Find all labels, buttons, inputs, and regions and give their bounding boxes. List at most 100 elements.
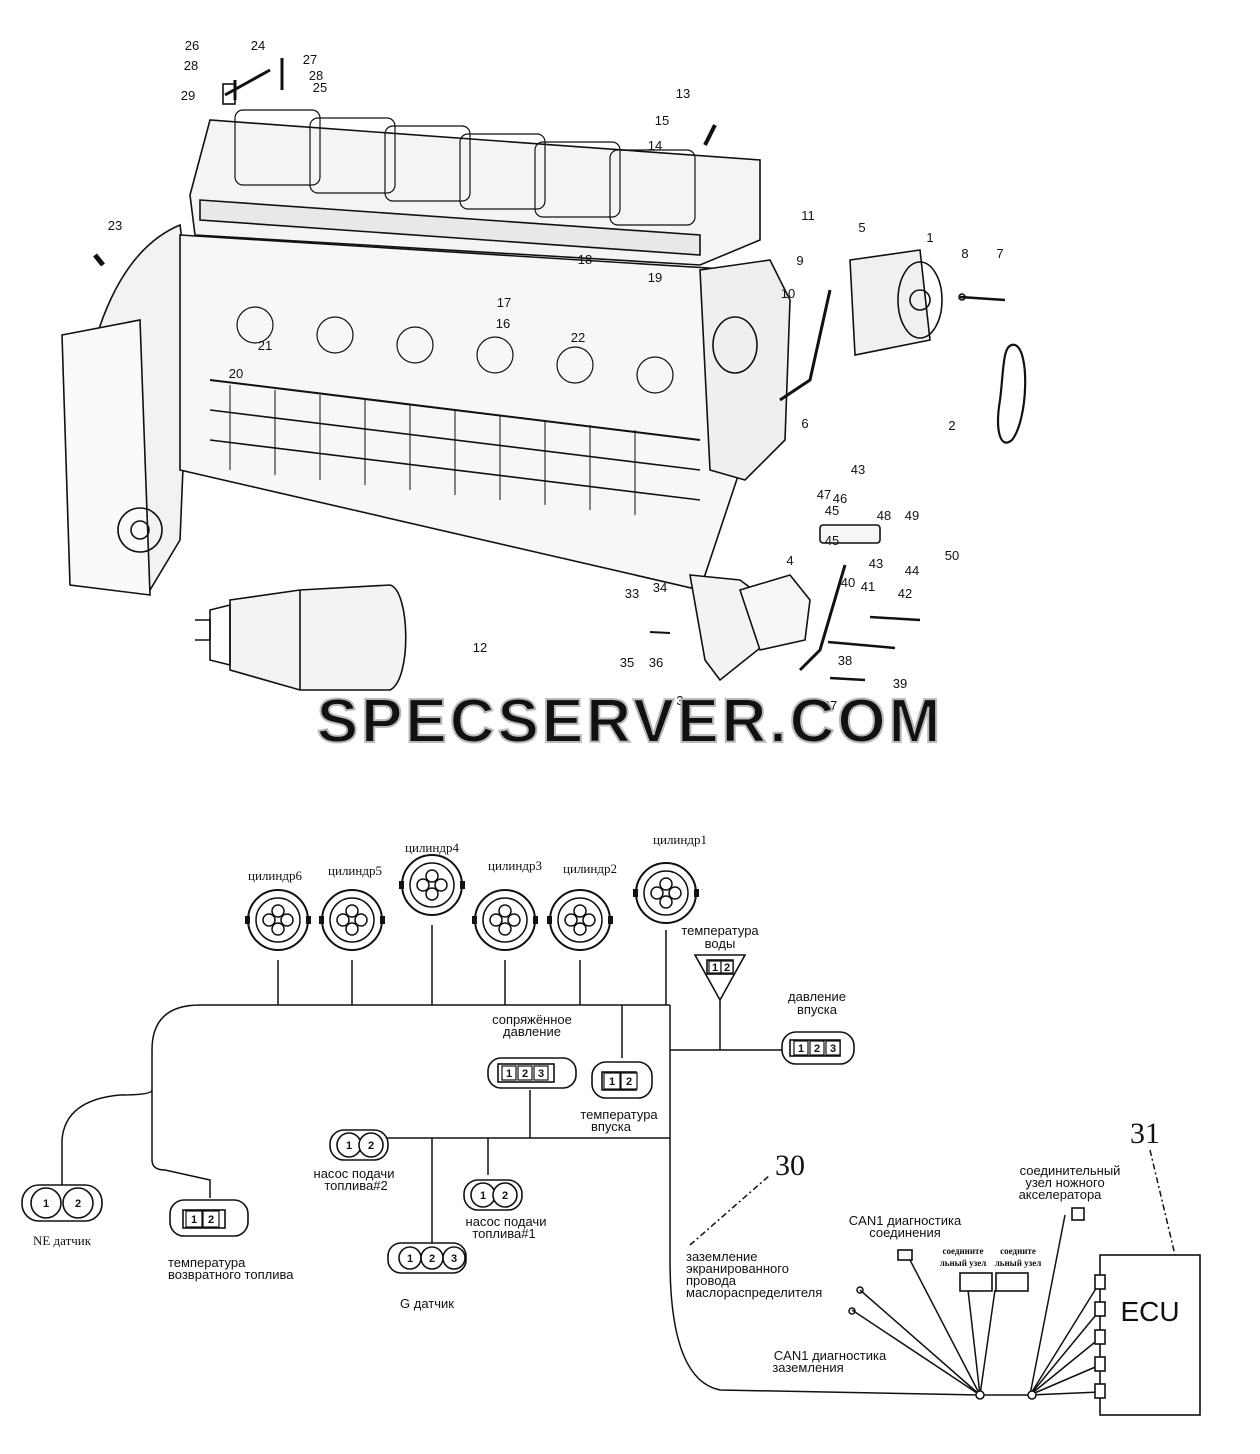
cylinder1-label: цилиндр1 [653,832,707,847]
connector-a-label-2: льный узел [940,1258,987,1268]
ne-sensor-label: NE датчик [33,1233,92,1248]
part-number-label: 27 [303,52,317,67]
connector-pin [793,1040,809,1056]
injector-connector [399,854,465,916]
pin-number: 1 [712,962,718,974]
connector-a-label-1: соедините [943,1246,984,1256]
pin-number: 2 [208,1214,214,1226]
shield-ground-label-3: провода [686,1273,737,1288]
part-number-label: 43 [869,556,883,571]
connectors [21,954,1201,1416]
part-number-label: 7 [996,246,1003,261]
connector-pin [492,1182,518,1208]
part-number-label: 10 [781,286,795,301]
part-number-label: 36 [649,655,663,670]
pin-number: 1 [480,1190,486,1202]
connector-pin [517,1065,533,1081]
connector-pin [720,960,734,974]
rail-pressure-label-2: давление [503,1024,561,1039]
part-number-label: 1 [926,230,933,245]
pin-number: 2 [626,1076,632,1088]
part-number-label: 16 [496,316,510,331]
part-number-label: 20 [229,366,243,381]
part-number-label: 3 [676,693,683,708]
water-temp-label-2: воды [705,936,736,951]
pin-number: 2 [75,1198,81,1210]
injector-connectors [245,854,699,951]
fuel-pump1-label-1: насос подачи [466,1214,547,1229]
part-number-label: 22 [571,330,585,345]
part-number-label: 28 [309,68,323,83]
pin-number: 2 [368,1140,374,1152]
part-number-label: 49 [905,508,919,523]
accel-connector-label-2: узел ножного [1025,1175,1104,1190]
part-number-label: 47 [817,487,831,502]
belt [997,343,1027,444]
pin-number: 2 [724,962,730,974]
part-number-label: 45 [825,503,839,518]
pin-number: 2 [502,1190,508,1202]
intake-temp-label-2: впуска [591,1119,632,1134]
part-number-label: 14 [648,138,662,153]
ecu-number: 31 [1130,1117,1160,1150]
part-number-label: 4 [786,553,793,568]
connector-pin [62,1187,94,1219]
pin-number: 1 [43,1198,49,1210]
fuel-pump2-label-1: насос подачи [314,1166,395,1181]
bracket [649,524,921,682]
g-sensor-label: G датчик [400,1296,454,1311]
connector-pin [185,1210,203,1228]
part-number-label: 18 [578,252,592,267]
cylinder2-label: цилиндр2 [563,861,617,876]
shield-ground-label-2: экранированного [686,1261,789,1276]
intake-pressure-label-1: давление [788,989,846,1004]
pin-number: 1 [407,1253,413,1265]
part-number-label: 34 [653,580,667,595]
pin-number: 2 [814,1043,820,1055]
part-number-label: 39 [893,676,907,691]
part-number-label: 46 [833,491,847,506]
part-number-label: 23 [108,218,122,233]
pin-number: 1 [346,1140,352,1152]
connector-b-label-2: льный узел [995,1258,1042,1268]
connector-pin [620,1072,638,1090]
watermark: SPECSERVER.COM [317,687,944,756]
part-number-label: 33 [625,586,639,601]
part-number-label: 6 [801,416,808,431]
part-number-label: 2 [948,418,955,433]
connector-pin [30,1187,62,1219]
part-number-label: 41 [861,579,875,594]
pin-number: 3 [538,1068,544,1080]
part-number-label: 8 [961,246,968,261]
part-number-label: 12 [473,640,487,655]
engine-illustration [61,58,1027,691]
connector-pin [501,1065,517,1081]
part-number-labels: 1234567891011121314151617181920212223242… [108,38,1004,713]
pin-number: 3 [830,1043,836,1055]
connector-pin [809,1040,825,1056]
injector-connector [633,862,699,924]
part-number-label: 17 [497,295,511,310]
starter-motor [195,584,407,691]
part-number-label: 15 [655,113,669,128]
part-number-label: 19 [648,270,662,285]
pin-number: 2 [522,1068,528,1080]
part-number-label: 43 [851,462,865,477]
pin-number: 1 [191,1214,197,1226]
pin-number: 1 [506,1068,512,1080]
pin-number: 1 [798,1043,804,1055]
wiring-harness [61,925,1176,1400]
cylinder6-label: цилиндр6 [248,868,302,883]
connector-b-label-1: соедните [1000,1246,1036,1256]
part-number-label: 35 [620,655,634,670]
part-number-label: 37 [823,698,837,713]
connector-pin [533,1065,549,1081]
part-number-label: 21 [258,338,272,353]
part-number-label: 45 [825,533,839,548]
return-fuel-temp-label-2: возвратного топлива [168,1267,294,1282]
part-number-label: 42 [898,586,912,601]
connector-pin [603,1072,621,1090]
